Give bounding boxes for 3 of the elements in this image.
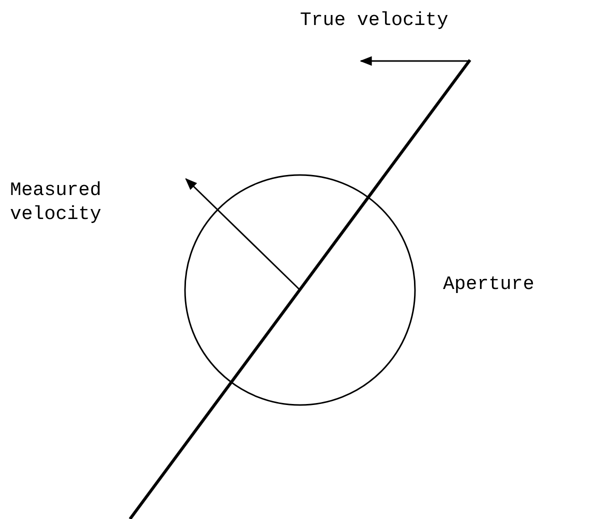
velocity-label: True velocity — [300, 8, 450, 32]
aperture-label: Aperture — [443, 272, 536, 296]
velocity-label: Measured velocity — [10, 178, 102, 226]
